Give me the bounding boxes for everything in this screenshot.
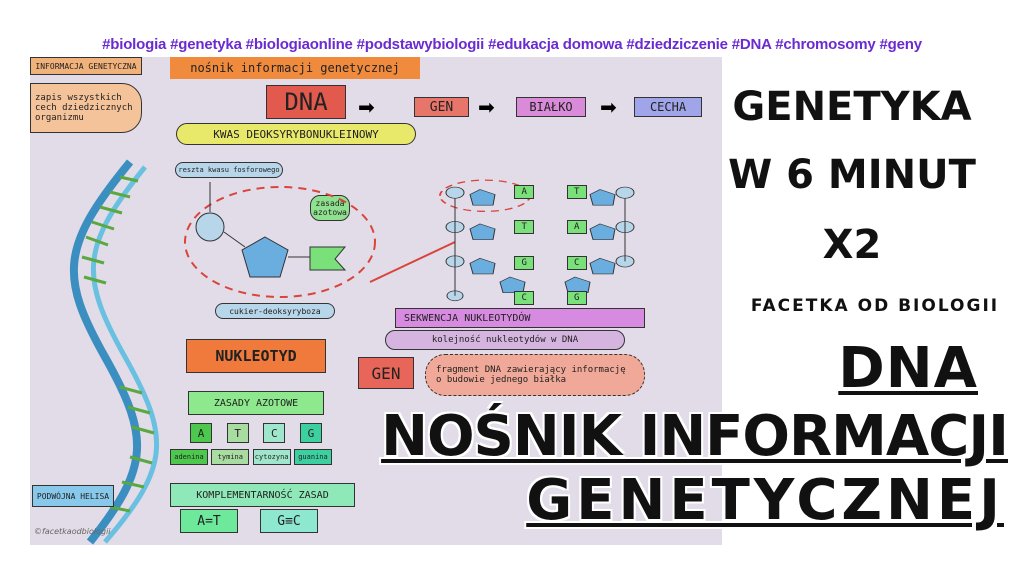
watermark: ©facetkaodbiologii [34, 527, 111, 536]
headline-line3: GENETYCZNEJ [526, 468, 1004, 533]
gen-label: GEN [358, 357, 414, 389]
carrier-banner: nośnik informacji genetycznej [170, 57, 420, 79]
gen-desc: fragment DNA zawierający informację o bu… [425, 354, 645, 396]
headline-line1: DNA [838, 336, 978, 401]
base-pairs: A T T A G C C G [498, 185, 603, 305]
pair-base: T [566, 185, 587, 199]
flow-dna: DNA [266, 85, 346, 119]
flow-gen: GEN [414, 97, 469, 117]
hashtags: #biologia #genetyka #biologiaonline #pod… [102, 36, 922, 53]
pair-base: G [566, 290, 587, 305]
bases-row: A T C G [190, 423, 322, 443]
title-line1: GENETYKA [732, 84, 972, 130]
base-a: A [190, 423, 212, 443]
phosphate-label: reszta kwasu fosforowego [175, 162, 283, 178]
base-t: T [226, 423, 249, 443]
author: FACETKA OD BIOLOGII [750, 296, 1000, 316]
base-name: guanina [293, 449, 332, 465]
title-line3: X2 [822, 222, 882, 268]
double-helix-icon [69, 159, 160, 545]
info-desc: zapis wszystkich cech dziedzicznych orga… [30, 83, 142, 133]
pair-base: C [566, 255, 587, 270]
base-name: tymina [211, 449, 250, 465]
title-line2: W 6 MINUT [728, 152, 976, 198]
base-label: zasada azotowa [310, 195, 350, 221]
base-c: C [263, 423, 286, 443]
pair-base: C [514, 290, 535, 305]
flow-bialko: BIAŁKO [516, 97, 586, 117]
bases-title: ZASADY AZOTOWE [188, 391, 324, 415]
sugar-label: cukier-deoksyryboza [215, 303, 335, 319]
rule-at: A=T [180, 509, 238, 533]
base-g: G [299, 423, 322, 443]
nucleotide-label: NUKLEOTYD [186, 339, 326, 373]
flow-cecha: CECHA [634, 97, 702, 117]
sequence-label: SEKWENCJA NUKLEOTYDÓW [395, 308, 645, 328]
pair-base: A [514, 185, 535, 199]
arrow-icon: ➡ [358, 95, 375, 119]
headline-line2: NOŚNIK INFORMACJI [381, 404, 1009, 469]
sequence-desc: kolejność nukleotydów w DNA [385, 330, 625, 350]
base-name: cytozyna [252, 449, 291, 465]
arrow-icon: ➡ [478, 95, 495, 119]
pair-base: T [514, 220, 535, 235]
rule-gc: G≡C [260, 509, 318, 533]
pair-base: G [514, 255, 535, 270]
helix-label: PODWÓJNA HELISA [32, 485, 114, 507]
pair-base: A [566, 220, 587, 235]
arrow-icon: ➡ [600, 95, 617, 119]
base-name: adenina [170, 449, 208, 465]
illustration-board: INFORMACJA GENETYCZNA zapis wszystkich c… [30, 57, 722, 545]
base-names-row: adenina tymina cytozyna guanina [170, 449, 332, 465]
nucleotide-diagram [184, 182, 456, 298]
complementarity-label: KOMPLEMENTARNOŚĆ ZASAD [170, 483, 355, 507]
info-label: INFORMACJA GENETYCZNA [30, 57, 142, 75]
dna-ladder [439, 179, 635, 302]
kwas-label: KWAS DEOKSYRYBONUKLEINOWY [176, 123, 416, 145]
